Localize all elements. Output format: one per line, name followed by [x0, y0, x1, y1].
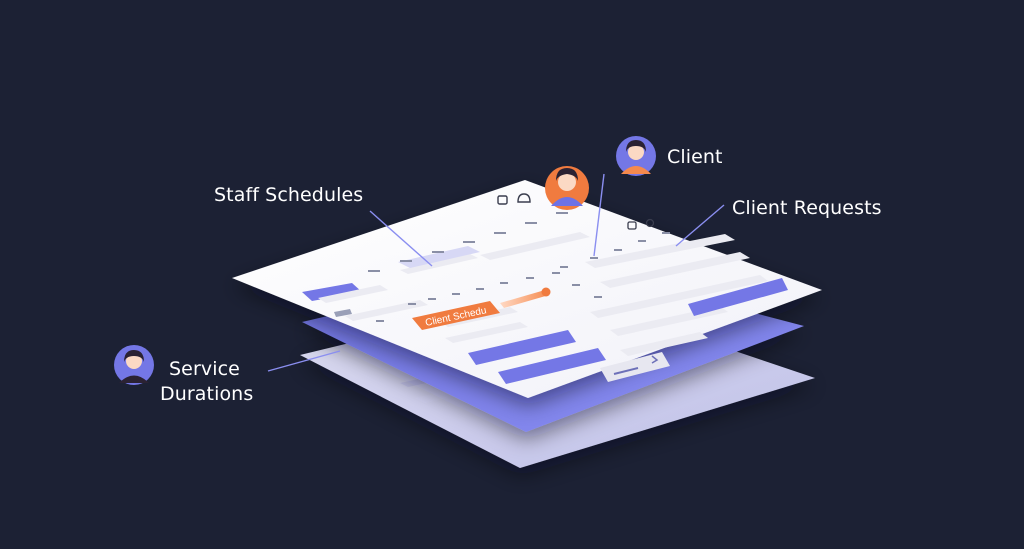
column-header-marks	[368, 212, 670, 322]
panel-button-right[interactable]	[688, 278, 788, 316]
highlighted-cell[interactable]	[398, 246, 480, 268]
panel-input-line	[613, 367, 639, 375]
arrow-right-icon[interactable]	[651, 355, 659, 364]
panel-button-left[interactable]	[302, 283, 362, 301]
staff-schedules-label: Staff Schedules	[214, 184, 364, 206]
pointer-service	[267, 350, 341, 372]
service-durations-line2: Durations	[160, 383, 254, 405]
progress-bar	[500, 290, 549, 308]
service-durations-line1: Service	[169, 358, 240, 380]
pointer-staff	[369, 210, 433, 267]
calendar-icon[interactable]	[497, 195, 508, 205]
panel-input[interactable]	[600, 352, 670, 382]
pointer-lines	[267, 173, 725, 372]
avatar-client-icon	[616, 136, 656, 176]
avatar-service-icon	[114, 345, 154, 385]
panel-toggle[interactable]	[334, 309, 352, 317]
avatar-client-panel	[545, 166, 589, 210]
pointer-requests	[675, 204, 725, 247]
panel-button-bottom-2[interactable]	[498, 348, 606, 384]
bell-icon[interactable]	[517, 193, 531, 203]
progress-handle[interactable]	[541, 287, 551, 297]
service-durations-label: Service Durations	[160, 357, 270, 407]
pointer-client	[593, 173, 605, 257]
panel-button-bottom-1[interactable]	[468, 330, 576, 365]
client-requests-label: Client Requests	[732, 197, 882, 219]
settings-icon[interactable]	[645, 218, 655, 228]
client-label: Client	[667, 146, 723, 168]
calendar-icon-2[interactable]	[627, 221, 637, 230]
